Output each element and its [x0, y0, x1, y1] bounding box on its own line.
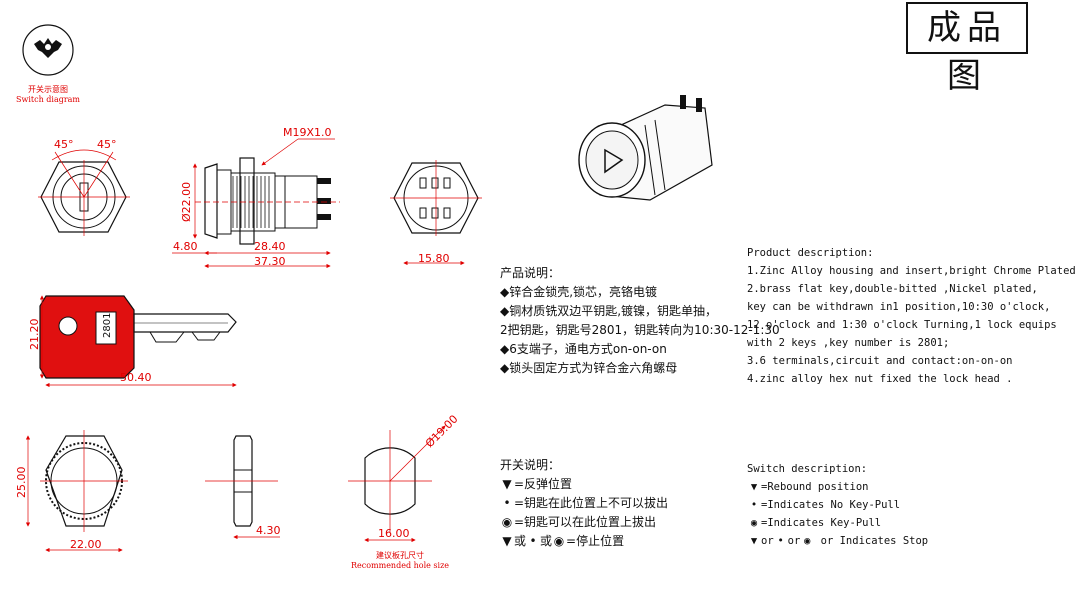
hole-view [348, 425, 446, 532]
product-en-heading: Product description: [747, 247, 874, 259]
switch-cn-heading: 开关说明： [500, 458, 561, 472]
nut-thickness-label: 4.30 [256, 524, 281, 537]
product-cn-line: 2把钥匙，钥匙号2801，钥匙转向为10:30-12-1:30 [500, 323, 780, 337]
switch-en-or-1: or [761, 535, 774, 547]
key-number-label: 2801 [102, 313, 113, 338]
angle-left-label: 45° [54, 138, 74, 151]
stop-circle-icon: ◉ [804, 535, 811, 547]
stop-triangle-icon: ▼ [750, 535, 758, 547]
nut-side-view [205, 435, 278, 527]
rebound-triangle-icon: ▼ [502, 477, 512, 491]
stop-circle-icon: ◉ [553, 534, 565, 548]
switch-en-no-pull: =Indicates No Key-Pull [761, 499, 901, 511]
key-drawing [39, 295, 237, 379]
product-illustration [578, 95, 713, 201]
switch-en-pull: =Indicates Key-Pull [761, 517, 882, 529]
switch-cn-or-2: 或 [540, 534, 553, 548]
stop-dot-icon: • [529, 534, 537, 548]
product-cn-line: ◆6支端子，通电方式on-on-on [500, 342, 667, 356]
switch-description-cn: 开关说明： ▼=反弹位置 •=钥匙在此位置上不可以拔出 ◉=钥匙可以在此位置上拔… [500, 456, 668, 551]
no-pull-dot-icon: • [750, 499, 758, 511]
switch-description-en: Switch description: ▼=Rebound position •… [747, 460, 928, 550]
hole-caption-en: Recommended hole size [350, 561, 450, 570]
switch-en-stop: or Indicates Stop [820, 535, 929, 547]
switch-en-heading: Switch description: [747, 463, 868, 475]
product-cn-line: ◆铜材质铣双边平钥匙,镀镍，钥匙单抽， [500, 304, 718, 318]
key-height-label: 21.20 [28, 319, 41, 351]
product-cn-line: ◆锁头固定方式为锌合金六角螺母 [500, 361, 678, 375]
pull-circle-icon: ◉ [501, 515, 513, 529]
drawing-title-stamp: 成品图 [906, 2, 1028, 96]
product-en-line: key can be withdrawn in1 position,10:30 … [747, 301, 1051, 313]
product-cn-heading: 产品说明： [500, 266, 561, 280]
hole-flat-label: 16.00 [378, 527, 410, 540]
hole-caption-cn: 建议板孔尺寸 [376, 551, 424, 560]
switch-cn-pull: =钥匙可以在此位置上拔出 [514, 515, 657, 529]
switch-diagram-caption-cn: 开关示意图 [28, 85, 68, 94]
product-en-line: 1.Zinc Alloy housing and insert,bright C… [747, 265, 1076, 277]
rebound-triangle-icon: ▼ [750, 481, 758, 493]
rear-view [390, 160, 482, 236]
switch-cn-or-1: 或 [514, 534, 527, 548]
side-view [195, 157, 340, 245]
dim-28-40-label: 28.40 [254, 240, 286, 253]
switch-cn-stop: =停止位置 [566, 534, 625, 548]
stop-triangle-icon: ▼ [502, 534, 512, 548]
angle-right-label: 45° [97, 138, 117, 151]
product-cn-line: ◆锌合金锁壳,锁芯，亮铬电镀 [500, 285, 658, 299]
dim-15-80-label: 15.80 [418, 252, 450, 265]
switch-cn-rebound: =反弹位置 [514, 477, 573, 491]
diameter-22-label: Ø22.00 [180, 182, 193, 222]
hole-diameter-label: Ø19.00 [423, 413, 461, 451]
dim-37-30-label: 37.30 [254, 255, 286, 268]
front-view [38, 149, 130, 236]
technical-drawing: 45° 45° M19X1.0 Ø22.00 4.80 28.40 37.30 [15, 24, 713, 553]
switch-en-rebound: =Rebound position [761, 481, 869, 493]
key-length-label: 50.40 [120, 371, 152, 384]
product-description-en: Product description: 1.Zinc Alloy housin… [747, 244, 1076, 388]
thread-label: M19X1.0 [283, 126, 332, 139]
nut-width-label: 22.00 [70, 538, 102, 551]
switch-cn-no-pull: =钥匙在此位置上不可以拔出 [514, 496, 669, 510]
switch-diagram-caption-en: Switch diagram [15, 95, 81, 104]
pull-circle-icon: ◉ [750, 517, 758, 529]
product-en-line: 12 o'clock and 1:30 o'clock Turning,1 lo… [747, 319, 1057, 331]
dim-4-80-label: 4.80 [173, 240, 198, 253]
switch-diagram-icon [22, 24, 74, 76]
product-description-cn: 产品说明： ◆锌合金锁壳,锁芯，亮铬电镀 ◆铜材质铣双边平钥匙,镀镍，钥匙单抽，… [500, 264, 780, 378]
no-pull-dot-icon: • [503, 496, 511, 510]
product-en-line: 2.brass flat key,double-bitted ,Nickel p… [747, 283, 1038, 295]
stop-dot-icon: • [777, 535, 784, 547]
product-en-line: with 2 keys ,key number is 2801; [747, 337, 950, 349]
nut-front-view [40, 430, 128, 532]
nut-height-label: 25.00 [15, 467, 28, 499]
switch-en-or-2: or [787, 535, 801, 547]
product-en-line: 3.6 terminals,circuit and contact:on-on-… [747, 355, 1013, 367]
product-en-line: 4.zinc alloy hex nut fixed the lock head… [747, 373, 1013, 385]
